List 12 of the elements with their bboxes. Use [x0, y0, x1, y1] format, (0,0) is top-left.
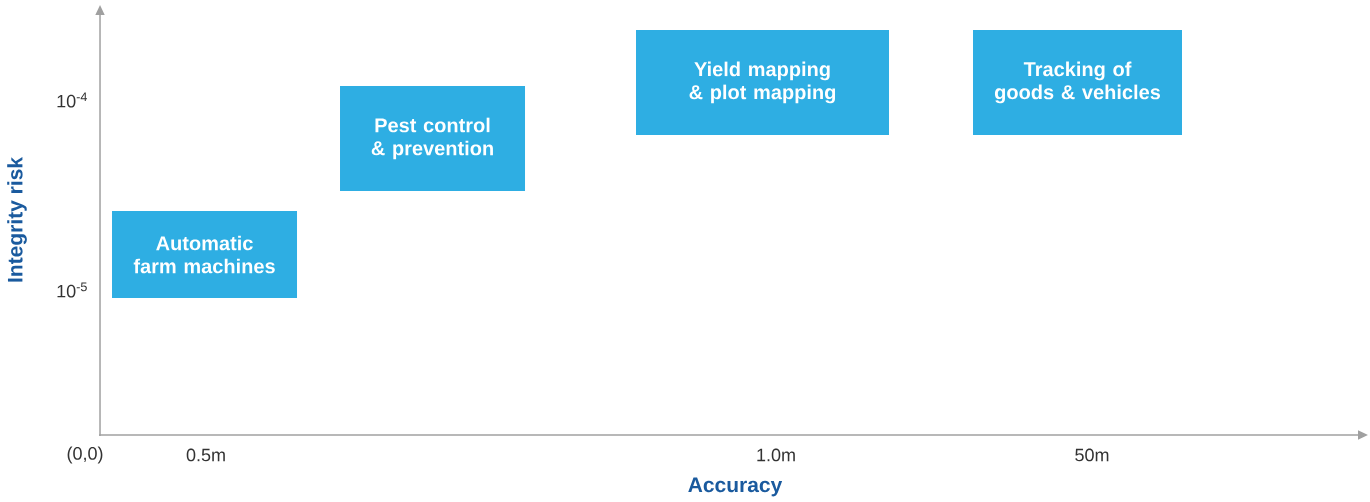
tick-label: 10$^{-5}$	[57, 282, 87, 298]
tick-label: 0.5m	[186, 448, 225, 462]
tick-label: (0,0)	[67, 446, 103, 464]
axis-title: Accuracy	[688, 477, 783, 497]
tick-label: 1.0m	[757, 448, 795, 462]
category-box: Pest control & prevention	[340, 86, 525, 191]
tick-label: 50m	[1075, 448, 1109, 462]
tick-label: 10$^{-4}$	[57, 92, 87, 108]
axis-title: Integrity risk	[7, 156, 27, 282]
category-box: Automatic farm machines	[112, 211, 297, 298]
category-box: Tracking of goods & vehicles	[973, 30, 1182, 135]
category-box: Yield mapping & plot mapping	[636, 30, 889, 135]
